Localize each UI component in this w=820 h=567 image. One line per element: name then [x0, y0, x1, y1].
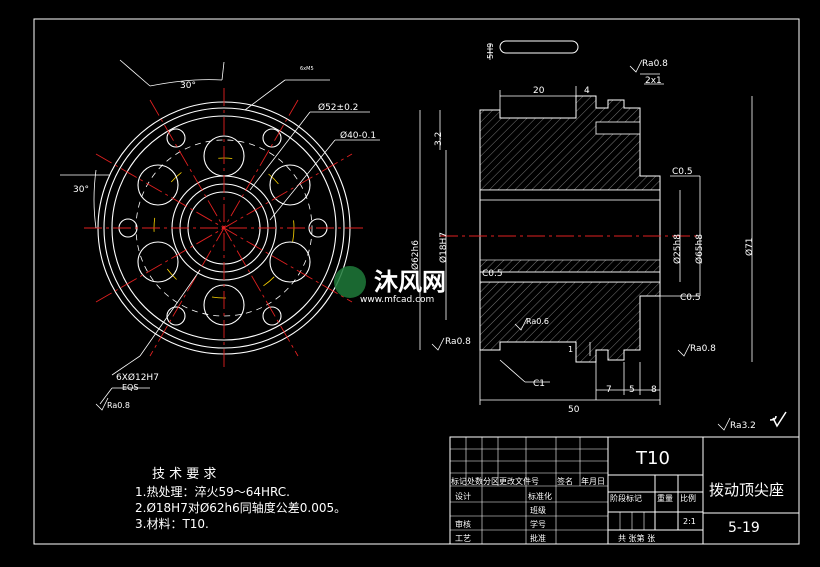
header-date: 年月日 [581, 476, 605, 486]
ra-left-label: Ra0.8 [445, 337, 471, 347]
dia-52-label: Ø52±0.2 [318, 102, 358, 113]
stage-mark-label: 阶段标记 [610, 493, 642, 503]
small-hole-5 [166, 306, 186, 326]
section-dimension-lines [419, 44, 753, 405]
dim-3-2-label: 3.2 [434, 132, 444, 146]
front-dimension-text: 30° 30° Ø52±0.2 Ø40-0.1 6xM5 6XØ12H7 EQS… [73, 66, 376, 410]
design-label: 设计 [455, 491, 471, 501]
large-hole-6 [137, 164, 179, 206]
craft-label: 工艺 [455, 534, 471, 543]
tech-line-1: 1.热处理：淬火59～64HRC. [135, 484, 290, 499]
ra-holes-label: Ra0.8 [107, 401, 130, 410]
dim-5-label: 5 [629, 385, 635, 395]
class-label: 班级 [530, 505, 546, 515]
title-block-text: 标记 处数 分区 更改文件号 签名 年月日 设计 标准化 班级 审核 学号 工艺… [451, 448, 784, 543]
small-hole-4 [262, 306, 282, 326]
title-block [449, 436, 800, 545]
slot-width-label: 5H9 [486, 43, 495, 59]
large-hole-2 [269, 164, 311, 206]
header-signature: 签名 [557, 476, 573, 486]
weight-label: 重量 [657, 493, 673, 503]
watermark: 沐风网 www.mfcad.com [334, 266, 446, 305]
dia-71-label: Ø71 [744, 237, 755, 256]
chamfer-right-label: C0.5 [680, 293, 701, 303]
dim-50-label: 50 [568, 405, 580, 415]
header-zone: 分区 [483, 477, 499, 486]
standardize-label: 标准化 [528, 491, 552, 501]
dim-7-label: 7 [606, 385, 612, 395]
chamfer-top-label: C0.5 [672, 167, 693, 177]
rim-step-circle [111, 115, 337, 341]
angle-left-label: 30° [73, 185, 89, 195]
lower-flange-section [479, 281, 661, 363]
watermark-logo-icon [334, 266, 366, 298]
ra-right-label: Ra0.8 [690, 344, 716, 354]
watermark-url: www.mfcad.com [360, 295, 434, 305]
small-hole-1 [166, 128, 186, 148]
dia-65-label: Ø65h8 [694, 234, 705, 264]
title-block-grid [450, 437, 645, 544]
tech-line-2: 2.Ø18H7对Ø62h6同轴度公差0.005。 [135, 500, 346, 515]
header-change-doc: 更改文件号 [499, 476, 539, 486]
scale-value: 2:1 [683, 517, 696, 526]
sheet-info-label: 共 张第 张 [618, 533, 655, 543]
section-view [479, 40, 661, 363]
drawing-frame [33, 18, 800, 545]
tech-requirements: 技 术 要 求 1.热处理：淬火59～64HRC. 2.Ø18H7对Ø62h6同… [135, 467, 346, 531]
front-dimension-lines [60, 59, 380, 405]
roughness-default-label: Ra3.2 [730, 421, 756, 431]
slot-detail [499, 40, 579, 54]
small-hole-2 [262, 128, 282, 148]
review-label: 审核 [455, 519, 471, 529]
dim-8-label: 8 [651, 385, 657, 395]
drawing-number-label: 5-19 [728, 520, 760, 536]
header-count: 处数 [467, 476, 483, 486]
dia-40-label: Ø40-0.1 [340, 130, 376, 141]
approve-label: 批准 [530, 533, 546, 543]
dim-4-label: 4 [584, 86, 590, 96]
tech-line-3: 3.材料：T10. [135, 517, 209, 531]
watermark-brand: 沐风网 [374, 268, 446, 296]
part-name-label: 拨动顶尖座 [709, 481, 784, 499]
chamfer-bottom-label: C1 [533, 379, 545, 389]
tech-requirements-title: 技 术 要 求 [152, 467, 216, 482]
material-label: T10 [635, 448, 670, 469]
large-hole-5 [137, 241, 179, 283]
dim-1-label: 1 [568, 345, 573, 354]
large-hole-3 [269, 241, 311, 283]
dia-62-label: Ø62h6 [410, 240, 421, 270]
dia-18-label: Ø18H7 [438, 232, 449, 263]
ra-top-label: Ra0.8 [642, 59, 668, 69]
front-center-lines [84, 88, 364, 368]
dim-2x1-label: 2x1 [645, 76, 662, 86]
dim-20-label: 20 [533, 86, 545, 96]
ra-bore-label: Ra0.6 [526, 317, 549, 326]
scale-label: 比例 [680, 493, 696, 503]
dia-25-label: Ø25h8 [672, 234, 683, 264]
roughness-symbols [431, 59, 731, 431]
section-dimension-text: 5H9 Ra0.8 2x1 20 4 3.2 C0.5 Ø62h6 Ø18H7 … [410, 43, 755, 415]
angle-top-label: 30° [180, 81, 196, 91]
header-mark: 标记 [451, 476, 467, 486]
outer-rim-inner-circle [103, 107, 345, 349]
holes-note-label: 6XØ12H7 [116, 372, 159, 383]
checkmark-icon [769, 411, 787, 428]
student-id-label: 学号 [530, 519, 546, 529]
note-small-label: 6xM5 [300, 66, 314, 72]
eqs-label: EQS [122, 383, 138, 392]
roughness-symbol-icon [95, 397, 109, 411]
upper-flange-section [479, 95, 661, 191]
chamfer-mid-label: C0.5 [482, 269, 503, 279]
